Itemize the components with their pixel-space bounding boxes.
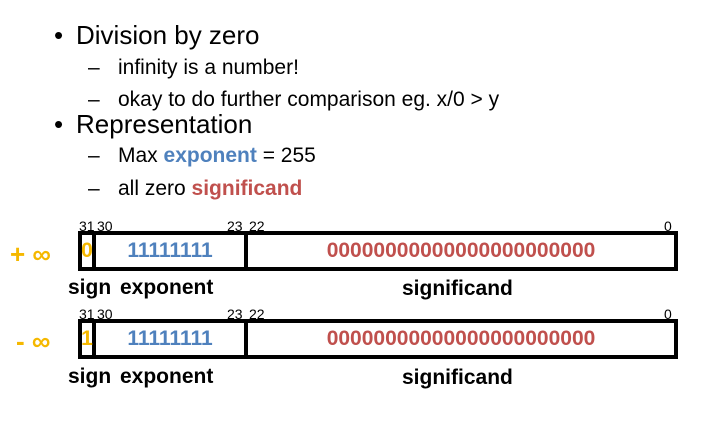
exponent-bits: 11111111	[96, 323, 248, 355]
bit-position-30: 30	[97, 218, 113, 234]
subitem-all-zero: –all zero significand	[88, 178, 302, 199]
field-label-sign: sign	[68, 276, 112, 299]
dash-icon: –	[88, 177, 100, 200]
subitem-highlight-exponent: exponent	[163, 144, 257, 167]
dash-icon: –	[88, 88, 100, 111]
bit-position-23: 23	[227, 306, 243, 322]
bit-position-22: 22	[249, 218, 265, 234]
subitem-text: infinity is a number!	[118, 56, 299, 79]
significand-bits: 00000000000000000000000	[326, 239, 596, 262]
subitem-max-exponent: –Max exponent = 255	[88, 145, 316, 166]
field-label-significand: significand	[402, 277, 513, 300]
bullet-text: Division by zero	[76, 20, 260, 50]
subitem-suffix: = 255	[256, 144, 316, 167]
bullet-dot-icon: •	[54, 109, 64, 139]
bit-position-23: 23	[227, 218, 243, 234]
bullet-text: Representation	[76, 109, 253, 139]
bit-position-30: 30	[97, 306, 113, 322]
row-label-minus-infinity: - ∞	[16, 326, 51, 356]
subitem-comparison: –okay to do further comparison eg. x/0 >…	[88, 89, 499, 110]
bullet-representation: • Representation	[54, 111, 252, 137]
bit-position-31: 31	[79, 306, 95, 322]
bit-field-minus-infinity: 1 11111111 00000000000000000000000	[78, 319, 678, 359]
exponent-bits: 11111111	[96, 235, 248, 267]
subitem-prefix: all zero	[118, 177, 192, 200]
bit-position-0: 0	[664, 306, 672, 322]
subitem-highlight-significand: significand	[191, 177, 303, 200]
bit-position-0: 0	[664, 218, 672, 234]
bullet-dot-icon: •	[54, 20, 64, 50]
bullet-division-by-zero: • Division by zero	[54, 22, 260, 48]
field-label-exponent: exponent	[120, 365, 214, 388]
bit-position-31: 31	[79, 218, 95, 234]
sign-bit: 0	[81, 235, 96, 267]
bit-field-plus-infinity: 0 11111111 00000000000000000000000	[78, 231, 678, 271]
field-label-significand: significand	[402, 366, 513, 389]
subitem-infinity: –infinity is a number!	[88, 57, 299, 78]
bit-position-22: 22	[249, 306, 265, 322]
subitem-text: okay to do further comparison eg. x/0 > …	[118, 88, 500, 111]
subitem-prefix: Max	[118, 144, 164, 167]
sign-bit: 1	[81, 323, 96, 355]
field-label-sign: sign	[68, 365, 112, 388]
significand-bits: 00000000000000000000000	[326, 327, 596, 350]
dash-icon: –	[88, 144, 100, 167]
dash-icon: –	[88, 56, 100, 79]
row-label-plus-infinity: + ∞	[10, 239, 51, 269]
field-label-exponent: exponent	[120, 276, 214, 299]
